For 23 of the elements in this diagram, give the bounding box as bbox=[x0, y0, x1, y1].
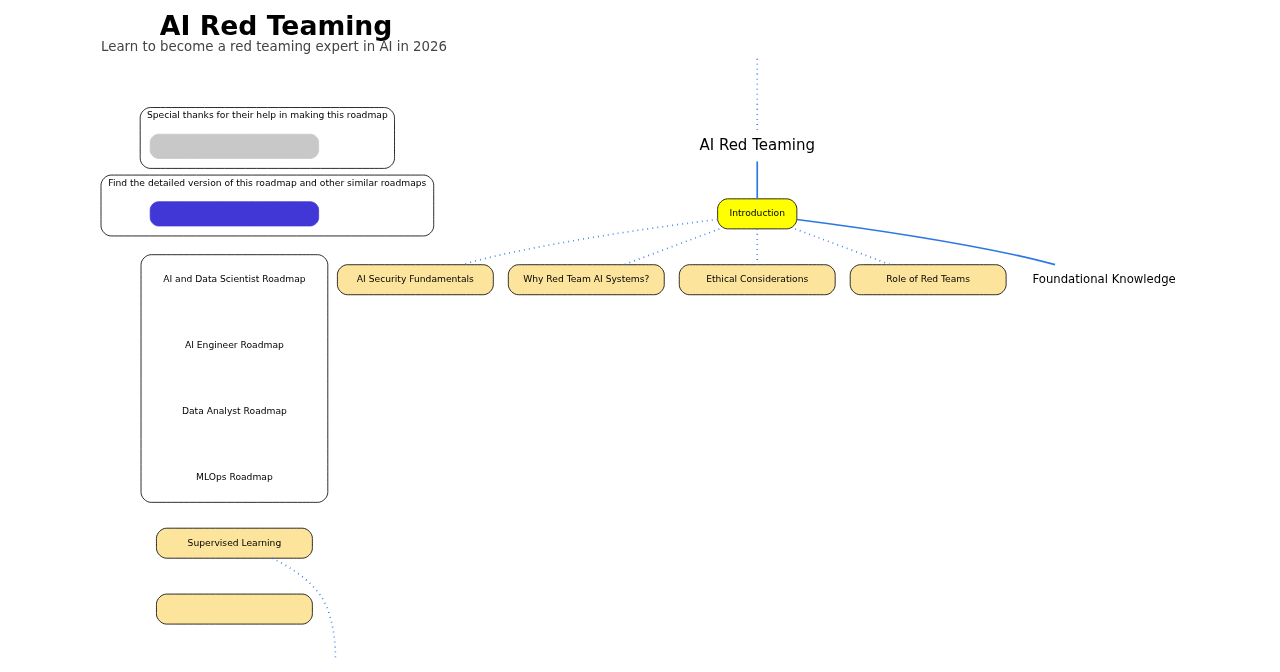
connector bbox=[795, 218, 1056, 266]
node-box: Introduction bbox=[716, 198, 797, 230]
connector bbox=[622, 228, 720, 266]
cluster bbox=[140, 254, 328, 503]
node-text: Foundational Knowledge bbox=[1032, 271, 1176, 286]
node-box bbox=[149, 201, 319, 227]
node-box: Ethical Considerations bbox=[678, 264, 836, 296]
node-text: Data Analyst Roadmap bbox=[181, 404, 287, 416]
cluster: Special thanks for their help in making this roadmap bbox=[139, 107, 395, 169]
connector bbox=[755, 58, 758, 132]
node-box bbox=[149, 133, 319, 159]
node-text: MLOps Roadmap bbox=[195, 470, 273, 482]
cluster: Find the detailed version of this roadmap and other similar roadmaps bbox=[100, 174, 434, 237]
node-text: AI Engineer Roadmap bbox=[184, 338, 284, 350]
node-box: Role of Red Teams bbox=[849, 264, 1007, 296]
node-text: AI Red Teaming bbox=[698, 135, 815, 154]
connector bbox=[793, 228, 891, 266]
node-box bbox=[155, 593, 313, 625]
node-box: Why Red Team AI Systems? bbox=[507, 264, 665, 296]
connector bbox=[755, 160, 758, 200]
node-text: AI and Data Scientist Roadmap bbox=[162, 273, 306, 285]
node-box: AI Security Fundamentals bbox=[336, 264, 494, 296]
node-box: Supervised Learning bbox=[155, 527, 313, 559]
